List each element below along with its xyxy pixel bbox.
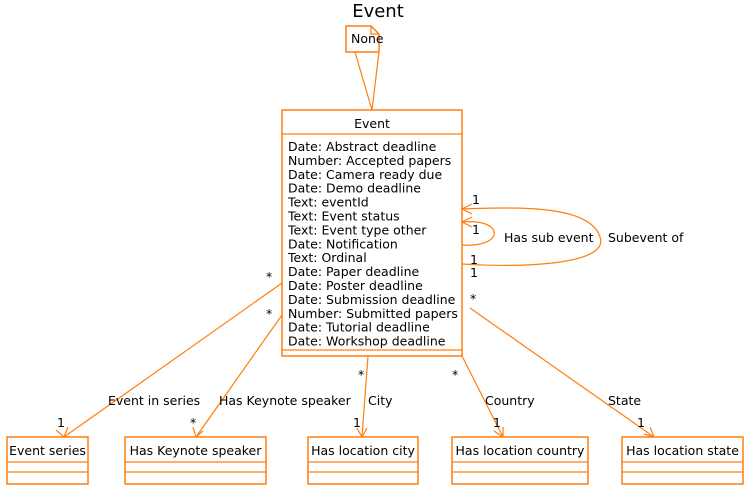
multiplicity: 1 [470,252,478,267]
relation-label: City [368,393,393,408]
class-event-series[interactable]: Event series [6,436,89,485]
attribute-row: Date: Workshop deadline [288,334,446,349]
attribute-row: Text: Event status [287,209,400,224]
multiplicity: 1 [353,415,361,430]
attribute-row: Date: Submission deadline [288,292,456,307]
multiplicity: * [358,367,364,382]
class-has-location-state[interactable]: Has location state [621,436,744,485]
multiplicity: 1 [472,222,480,237]
class-name: Has location state [626,443,739,458]
relation-label: State [608,393,641,408]
class-has-location-country[interactable]: Has location country [451,436,589,485]
multiplicity: * [190,415,196,430]
class-name: Has Keynote speaker [130,443,263,458]
attribute-row: Date: Poster deadline [288,278,423,293]
multiplicity: * [266,306,272,321]
relation-label: Event in series [108,393,200,408]
attribute-row: Text: Ordinal [287,250,367,265]
class-name: Has location city [311,443,415,458]
multiplicity: * [470,291,476,306]
attribute-row: Number: Accepted papers [288,153,451,168]
attribute-row: Text: Event type other [287,222,427,237]
class-name: Event series [9,443,86,458]
attribute-row: Date: Tutorial deadline [288,320,430,335]
self-associations: Has sub event Subevent of 1 1 1 1 [460,192,684,280]
multiplicity: 1 [493,415,501,430]
multiplicity: * [266,269,272,284]
multiplicity: 1 [472,192,480,207]
attribute-row: Number: Submitted papers [288,306,458,321]
multiplicity: 1 [637,415,645,430]
relation-label: Country [485,393,535,408]
relation-labels: Event in series Has Keynote speaker City… [57,269,645,430]
attribute-row: Date: Notification [288,236,398,251]
note-text: None [351,31,384,46]
attribute-row: Date: Abstract deadline [288,139,437,154]
diagram-title: Event [352,1,404,22]
multiplicity: 1 [57,415,65,430]
multiplicity: * [452,367,458,382]
class-name: Has location country [456,443,586,458]
self-link-label: Subevent of [608,230,684,245]
multiplicity: 1 [470,265,478,280]
association-lines [55,282,656,439]
self-link-label: Has sub event [504,230,594,245]
class-has-location-city[interactable]: Has location city [307,436,419,485]
class-has-keynote-speaker[interactable]: Has Keynote speaker [124,436,267,485]
attribute-row: Date: Demo deadline [288,181,421,196]
attribute-row: Text: eventId [287,195,369,210]
class-name: Event [354,116,390,131]
relation-label: Has Keynote speaker [219,393,352,408]
note: None [345,25,384,111]
attribute-row: Date: Paper deadline [288,264,420,279]
attribute-row: Date: Camera ready due [288,167,442,182]
